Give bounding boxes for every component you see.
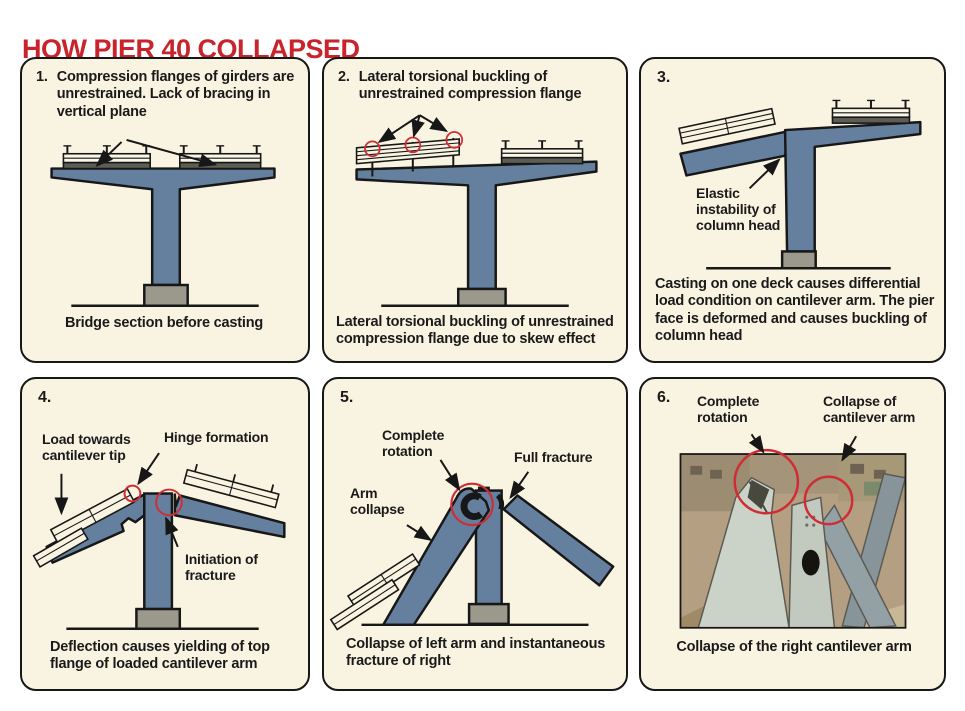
arrow-annotations bbox=[406, 459, 530, 541]
pier-shape bbox=[50, 167, 276, 287]
arrow-annotations bbox=[95, 138, 218, 168]
annotation-label: Hinge formation bbox=[164, 429, 269, 445]
photo-content bbox=[680, 454, 906, 628]
sliding-girders-left-2 bbox=[32, 527, 89, 568]
annotation-label: Complete rotation bbox=[697, 393, 760, 426]
panel-4-hinge-formation: 4. Load towards cantilever tip Hinge for… bbox=[20, 377, 310, 691]
right-girder-group bbox=[831, 99, 911, 124]
footing bbox=[143, 283, 189, 307]
collapse-photo bbox=[679, 433, 907, 629]
sagging-right-arm bbox=[173, 493, 286, 539]
right-girder-group bbox=[500, 140, 584, 165]
panel-3-elastic-instability: 3. Elastic instability of column head Ca… bbox=[639, 57, 946, 363]
pier-collapse-illustration bbox=[329, 459, 615, 631]
panel-number: 6. bbox=[657, 389, 671, 406]
annotation-label: Load towards cantilever tip bbox=[42, 431, 131, 464]
panel-6-collapse-photo: 6. Complete rotation Collapse of cantile… bbox=[639, 377, 946, 691]
arrow-annotations bbox=[748, 433, 858, 462]
hook-crease bbox=[460, 492, 484, 520]
annotation-label: Elastic instability of column head bbox=[696, 185, 781, 234]
annotation-label: Full fracture bbox=[514, 449, 593, 465]
column-top-step bbox=[477, 486, 490, 492]
panel-number: 4. bbox=[38, 389, 52, 406]
annotation-arrow bbox=[748, 158, 781, 189]
panel-number: 2. bbox=[338, 69, 350, 85]
panel-number: 1. bbox=[36, 69, 48, 85]
footing bbox=[467, 602, 510, 626]
panel-caption: Casting on one deck causes differential … bbox=[655, 276, 935, 345]
collapse-circle-icons bbox=[733, 448, 854, 526]
footing bbox=[456, 287, 507, 307]
panel-caption: Deflection causes yielding of top flange… bbox=[50, 639, 270, 673]
pier-hinge-illustration bbox=[32, 452, 286, 631]
fracture-crack bbox=[495, 493, 505, 511]
footing bbox=[135, 607, 182, 631]
panel-caption: Lateral torsional buckling of unrestrain… bbox=[336, 314, 614, 348]
tilted-girders-right bbox=[182, 463, 280, 509]
pier-shape bbox=[355, 160, 598, 291]
annotation-label: Collapse of cantilever arm bbox=[823, 393, 916, 426]
fractured-right-arm bbox=[502, 494, 615, 587]
pier-deformed-illustration bbox=[678, 99, 922, 270]
rotation-circle-icon bbox=[450, 482, 494, 527]
panel-caption: Bridge section before casting bbox=[64, 315, 264, 331]
right-girder-group bbox=[179, 145, 262, 170]
panel-caption: Collapse of the right cantilever arm bbox=[676, 639, 912, 655]
panel-heading: 2. Lateral torsional buckling of unrestr… bbox=[338, 69, 618, 104]
pier-before-casting-illustration bbox=[50, 138, 276, 307]
hinge-circle-icons bbox=[123, 484, 183, 517]
panel-caption: Collapse of left arm and instantaneous f… bbox=[346, 636, 606, 670]
panel-heading-text: Lateral torsional buckling of unrestrain… bbox=[358, 69, 582, 103]
fallen-girders-2 bbox=[329, 578, 400, 631]
pier-shape bbox=[783, 120, 922, 253]
annotation-label: Complete rotation bbox=[382, 427, 445, 460]
panel-heading: 1. Compression flanges of girders are un… bbox=[36, 69, 300, 121]
panel-5-arm-collapse: 5. Complete rotation Full fracture Arm c… bbox=[322, 377, 628, 691]
footing bbox=[780, 250, 817, 270]
tilted-girders-left bbox=[678, 107, 776, 145]
pier-buckling-illustration bbox=[355, 114, 598, 307]
arrow-annotations bbox=[377, 114, 449, 143]
arrow-annotations bbox=[54, 452, 179, 548]
annotation-label: Initiation of fracture bbox=[185, 551, 258, 584]
panel-heading-text: Compression flanges of girders are unres… bbox=[56, 69, 295, 120]
annotation-label: Arm collapse bbox=[350, 485, 405, 518]
panel-2-lateral-torsional-buckling: 2. Lateral torsional buckling of unrestr… bbox=[322, 57, 628, 363]
panel-number: 3. bbox=[657, 69, 671, 86]
panel-number: 5. bbox=[340, 389, 354, 406]
sliding-girders-left bbox=[49, 487, 136, 544]
panel-1-bridge-before-casting: 1. Compression flanges of girders are un… bbox=[20, 57, 310, 363]
